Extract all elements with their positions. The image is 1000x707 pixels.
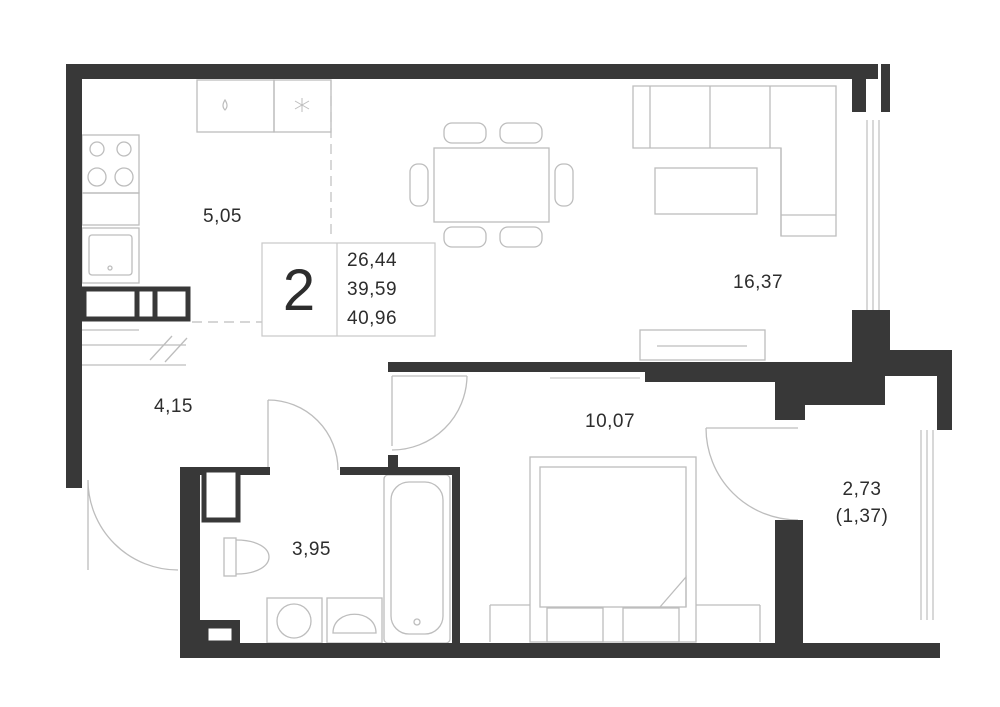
apartment-summary: 2 26,44 39,59 40,96 [261,242,436,337]
rooms-count: 2 [283,258,315,323]
toilet-icon [223,537,237,577]
total-area-with-balcony: 40,96 [347,308,397,329]
bathroom-area: 3,95 [292,539,331,560]
dining-table-icon [433,147,550,223]
washing-machine-icon [266,597,323,644]
furniture [81,79,934,644]
total-area: 39,59 [347,279,397,300]
bathtub-icon [383,474,451,644]
kitchen-area: 5,05 [203,206,242,227]
living-area: 26,44 [347,250,397,271]
balcony-area: 2,73 [843,479,882,500]
tv-stand-icon [639,329,766,361]
wall-shafts [81,286,241,646]
balcony-area-reduced: (1,37) [836,506,889,527]
kitchen-sink-icon [196,79,275,133]
walls [66,64,952,658]
stove-icon [81,134,140,194]
living-room-area: 16,37 [733,272,783,293]
bed-icon [529,456,697,643]
hallway-area: 4,15 [154,396,193,417]
bedroom-area: 10,07 [585,411,635,432]
doors [87,375,799,571]
washbasin-icon [326,597,383,644]
